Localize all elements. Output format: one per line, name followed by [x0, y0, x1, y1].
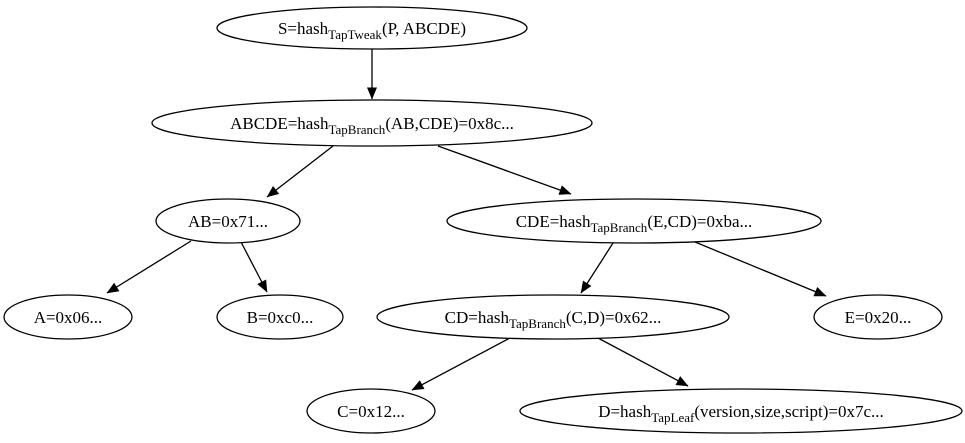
node-e-ellipse	[813, 294, 943, 340]
edge-cd-c	[411, 337, 511, 391]
node-b-ellipse	[216, 294, 344, 340]
node-ab-ellipse	[155, 198, 301, 244]
edge-abcde-cde	[437, 145, 572, 195]
node-abcde-ellipse	[151, 99, 593, 147]
node-s: S=hashTapTweak(P, ABCDE)	[216, 6, 528, 50]
node-cde-ellipse	[446, 198, 822, 244]
node-a-label: A=0x06...	[34, 308, 103, 327]
node-e: E=0x20...	[813, 294, 943, 340]
node-b: B=0xc0...	[216, 294, 344, 340]
node-cd: CD=hashTapBranch(C,D)=0x62...	[376, 294, 730, 340]
edge-abcde-ab	[266, 145, 334, 198]
node-c: C=0x12...	[306, 388, 436, 434]
edge-cde-e	[694, 241, 827, 297]
node-c-label: C=0x12...	[337, 402, 405, 421]
node-ab-label: AB=0x71...	[188, 212, 268, 231]
node-a: A=0x06...	[3, 294, 133, 340]
node-c-ellipse	[306, 388, 436, 434]
node-abcde: ABCDE=hashTapBranch(AB,CDE)=0x8c...	[151, 99, 593, 147]
node-s-ellipse	[216, 6, 528, 50]
node-a-ellipse	[3, 294, 133, 340]
node-s-label: S=hashTapTweak(P, ABCDE)	[278, 19, 466, 42]
node-ab: AB=0x71...	[155, 198, 301, 244]
node-e-label: E=0x20...	[845, 308, 912, 327]
node-cd-label: CD=hashTapBranch(C,D)=0x62...	[445, 308, 662, 331]
node-d-label: D=hashTapLeaf(version,size,script)=0x7c.…	[598, 402, 884, 425]
node-d: D=hashTapLeaf(version,size,script)=0x7c.…	[519, 388, 963, 434]
node-b-label: B=0xc0...	[247, 308, 314, 327]
edge-ab-b	[240, 241, 268, 293]
node-cd-ellipse	[376, 294, 730, 340]
node-cde: CDE=hashTapBranch(E,CD)=0xba...	[446, 198, 822, 244]
node-abcde-label: ABCDE=hashTapBranch(AB,CDE)=0x8c...	[230, 114, 514, 137]
edge-ab-a	[106, 240, 192, 294]
edges	[106, 49, 827, 391]
node-d-ellipse	[519, 388, 963, 434]
edge-cde-cd	[580, 242, 614, 294]
node-cde-label: CDE=hashTapBranch(E,CD)=0xba...	[516, 212, 753, 235]
edge-cd-d	[597, 337, 689, 387]
